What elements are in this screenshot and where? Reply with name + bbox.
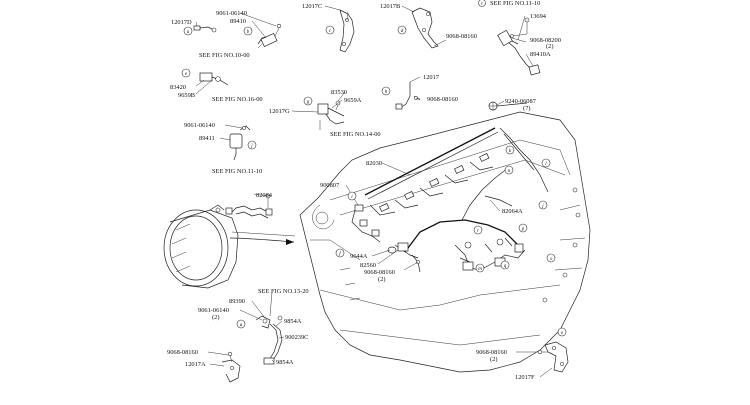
ref-fig-16-00: SEE FIG NO.16-00	[212, 96, 263, 103]
label-83530: 83530	[331, 89, 347, 96]
engine-block	[300, 112, 590, 372]
lower-parts	[222, 316, 568, 382]
label-9068-08160-br-qty: (2)	[490, 356, 497, 363]
label-82064: 82064	[256, 192, 273, 199]
mid-left-parts	[200, 73, 420, 160]
label-9068-08160-h: 9068-08160	[427, 96, 458, 103]
callout-s: s	[550, 257, 552, 262]
ref-fig-10-00: SEE FIG NO.10-00	[199, 52, 250, 59]
label-9854a-2: 9854A	[276, 359, 294, 366]
leader-lines	[196, 6, 552, 377]
ref-fig-11-10-j: SEE FIG NO.11-10	[212, 168, 262, 175]
label-9644a: 9644A	[350, 253, 368, 260]
label-12017g: 12017G	[269, 108, 290, 115]
label-82064a: 82064A	[502, 208, 523, 215]
part-labels: 12017D 9061-06140 89410 SEE FIG NO.10-00…	[167, 0, 561, 381]
label-89410a: 89410A	[530, 51, 551, 58]
ref-fig-14-00: SEE FIG NO.14-00	[330, 131, 381, 138]
label-9068-08160-br: 9068-08160	[476, 349, 507, 356]
label-900807: 900807	[320, 182, 340, 189]
label-9068-08160-f: 9068-08160	[364, 269, 395, 276]
label-82560: 82560	[360, 262, 376, 269]
label-12017a: 12017A	[185, 361, 206, 368]
callout-m: m	[478, 267, 482, 272]
label-9240-qty: (7)	[523, 105, 530, 112]
label-13694: 13694	[530, 13, 547, 20]
ref-fig-11-10-top: SEE FIG NO.11-10	[490, 0, 540, 7]
label-12017b: 12017B	[380, 3, 400, 10]
label-83420: 83420	[170, 84, 186, 91]
label-12017f: 12017F	[515, 374, 535, 381]
label-9659b: 9659B	[178, 92, 195, 99]
label-82030: 82030	[366, 160, 382, 167]
label-12017: 12017	[423, 74, 440, 81]
label-9068-08160-b: 9068-08160	[446, 33, 477, 40]
callout-p: p	[521, 227, 525, 232]
label-9061-06140-top: 9061-06140	[216, 10, 247, 17]
fuel-rail-harness	[352, 102, 548, 272]
label-9068-08160-bl: 9068-08160	[167, 349, 198, 356]
label-900239c: 900239C	[285, 334, 308, 341]
label-12017c: 12017C	[302, 3, 322, 10]
ref-fig-13-20: SEE FIG NO.13-20	[258, 288, 309, 295]
callout-r: r	[477, 229, 479, 234]
label-9061-06140-j: 9061-06140	[184, 122, 215, 129]
label-9061-06140-m-qty: (2)	[212, 314, 219, 321]
label-9061-06140-m: 9061-06140	[198, 307, 229, 314]
label-9068-08200-qty: (2)	[546, 43, 553, 50]
label-9659a: 9659A	[344, 97, 362, 104]
label-12017d: 12017D	[171, 19, 192, 26]
label-9854a-1: 9854A	[284, 318, 302, 325]
label-9068-08160-f-qty: (2)	[378, 276, 385, 283]
label-89411: 89411	[199, 135, 215, 142]
label-9240-06087: 9240-06087	[505, 98, 537, 105]
label-89390: 89390	[229, 298, 245, 305]
alternator	[164, 205, 295, 288]
label-89410: 89410	[230, 18, 246, 25]
